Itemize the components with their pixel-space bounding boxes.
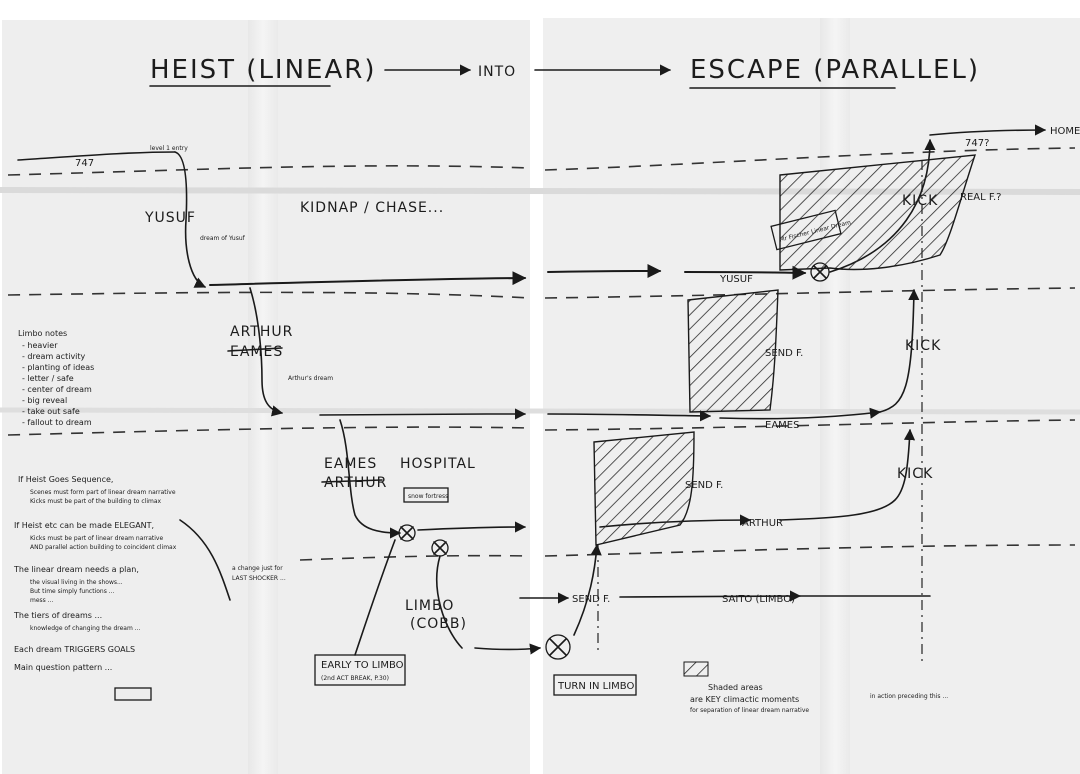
label-saito: SAITO (LIMBO) [722,594,795,605]
level-1: YUSUF KIDNAP / CHASE... dream of Yusuf Y… [144,138,1002,286]
svg-text:in action preceding this ...: in action preceding this ... [870,693,948,700]
svg-text:a change just for: a change just for [232,565,283,572]
label-747: 747 [75,158,94,169]
svg-text:level 1 entry: level 1 entry [150,145,188,152]
left-notes: Limbo notes - heavier - dream activity -… [13,329,286,701]
note-left-6: - big reveal [22,396,67,405]
svg-text:Kicks must be part of the buil: Kicks must be part of the building to cl… [30,498,162,505]
note-left-5: - center of dream [22,385,92,394]
label-eames-right: EAMES [765,420,799,431]
title-escape: ESCAPE (PARALLEL) [690,55,980,85]
title-into: INTO [478,64,516,80]
label-send-f-1: SEND F. [765,348,803,359]
label-yusuf-right: YUSUF [719,274,753,285]
flight-line: 747 level 1 entry HOME 747? [17,124,1080,288]
svg-text:Arthur's dream: Arthur's dream [288,375,333,382]
note-2: If Heist etc can be made ELEGANT, [14,521,154,530]
label-hospital: HOSPITAL [400,456,476,472]
note-left-8: - fallout to dream [22,418,92,427]
note-1: If Heist Goes Sequence, [18,475,113,484]
label-turn-limbo: TURN IN LIMBO [557,681,634,692]
note-left-1: - heavier [22,341,58,350]
label-eames-struck: EAMES [230,344,283,360]
svg-text:dream of Yusuf: dream of Yusuf [200,235,246,242]
label-arthur-struck: ARTHUR [324,475,387,491]
level-3: EAMES ARTHUR HOSPITAL snow fortress ARTH… [321,419,933,546]
svg-text:Kicks must be part of linear d: Kicks must be part of linear dream narra… [30,535,163,542]
note-5: Each dream TRIGGERS GOALS [14,645,135,654]
svg-text:But time simply functions ...: But time simply functions ... [30,588,115,595]
note-left-4: - letter / safe [22,374,74,383]
label-real-f: REAL F.? [960,192,1002,203]
label-early-limbo: EARLY TO LIMBO [321,660,404,671]
label-kick-2: KICK [905,338,941,354]
note-left-0: Limbo notes [18,329,67,338]
note-left-7: - take out safe [22,407,80,416]
label-limbo: LIMBO [405,598,454,614]
label-eames: EAMES [324,456,377,472]
svg-text:knowledge of changing the drea: knowledge of changing the dream ... [30,625,141,632]
label-kick-1: KICK [902,193,938,209]
label-kick-3: KICK [897,466,933,482]
level-limbo: LIMBO (COBB) SEND F. SAITO (LIMBO) EARLY… [314,539,931,696]
svg-text:for separation of linear dream: for separation of linear dream narrative [690,707,809,714]
legend: Shaded areas are KEY climactic moments f… [683,661,948,714]
svg-text:(2nd ACT BREAK, P.30): (2nd ACT BREAK, P.30) [321,675,389,682]
svg-text:LAST SHOCKER ...: LAST SHOCKER ... [232,575,286,582]
label-send-f-limbo: SEND F. [572,594,610,605]
svg-text:Scenes must form part of linea: Scenes must form part of linear dream na… [30,489,176,496]
svg-text:747?: 747? [965,138,989,149]
svg-text:mess ...: mess ... [30,597,54,604]
svg-text:the visual living in the shows: the visual living in the shows... [30,579,123,586]
title-heist: HEIST (LINEAR) [150,55,376,85]
note-left-2: - dream activity [22,352,86,361]
note-6: Main question pattern ... [14,663,112,672]
label-yusuf-top: YUSUF [144,210,196,226]
label-arthur: ARTHUR [230,324,293,340]
note-4: The tiers of dreams ... [13,611,102,620]
label-send-f-2: SEND F. [685,480,723,491]
label-kidnap: KIDNAP / CHASE... [300,200,444,216]
legend-shaded: Shaded areas [708,683,763,692]
label-home: HOME [1050,126,1080,137]
note-3: The linear dream needs a plan, [13,565,139,574]
level-separators [7,147,1076,665]
note-left-3: - planting of ideas [22,363,94,372]
legend-shaded-note: are KEY climactic moments [690,695,799,704]
label-arthur-right: ARTHUR [742,518,783,529]
level-2: ARTHUR EAMES Arthur's dream EAMES KICK S… [227,287,941,431]
svg-text:AND parallel action building t: AND parallel action building to coincide… [30,544,177,551]
svg-text:snow fortress: snow fortress [408,493,448,500]
label-cobb: (COBB) [410,616,467,632]
titles: HEIST (LINEAR) INTO ESCAPE (PARALLEL) [149,55,980,89]
